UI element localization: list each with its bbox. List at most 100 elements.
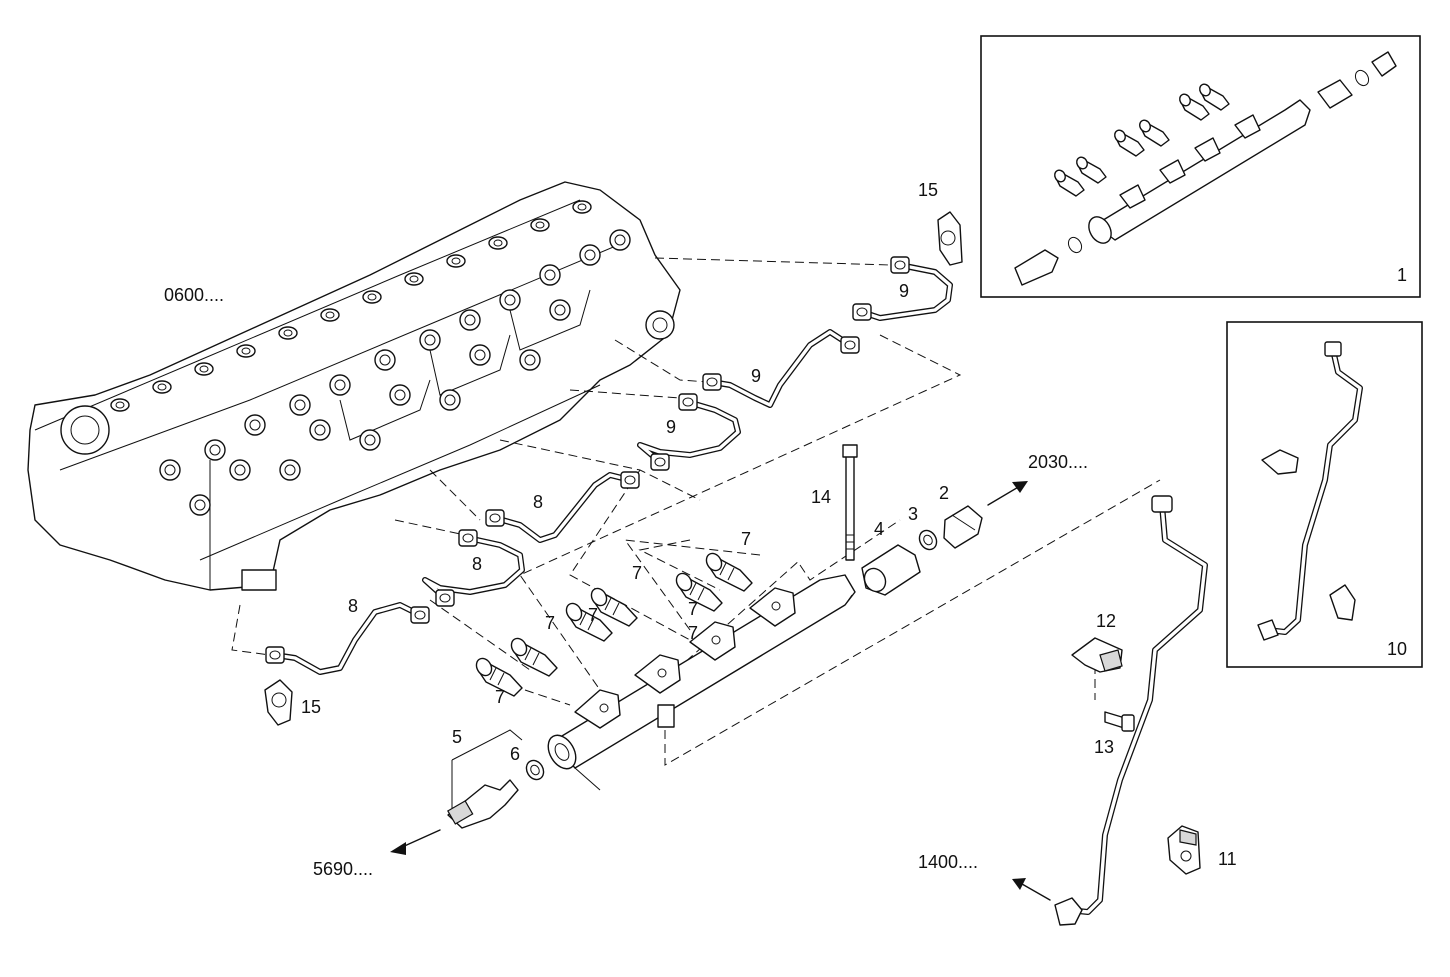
callout-4: 4 — [874, 519, 885, 539]
callout-7-d: 7 — [588, 605, 599, 625]
pipe-9-upper — [859, 262, 953, 321]
callout-7-e: 7 — [545, 613, 556, 633]
pipe-nut — [702, 373, 722, 391]
arrow-1400-head — [1012, 878, 1026, 890]
seal-ring-6 — [525, 759, 545, 781]
callout-10: 10 — [1387, 639, 1408, 659]
inset-connector — [1076, 156, 1107, 184]
adapter-2 — [943, 505, 983, 549]
pipe-end-fittings — [265, 256, 910, 664]
seal-ring-3 — [918, 529, 938, 551]
clip-15-upper — [937, 211, 963, 266]
head-port — [309, 419, 331, 441]
arrow-2030-head — [1012, 481, 1028, 493]
cylinder-head — [27, 181, 681, 591]
head-port — [204, 439, 226, 461]
bolt-hole — [110, 398, 130, 412]
bolt-hole — [278, 326, 298, 340]
clamp-12 — [1071, 637, 1123, 673]
head-port — [359, 429, 381, 451]
pipe-nut — [435, 589, 455, 607]
pipe-8-middle — [422, 535, 525, 601]
ref-label-5690: 5690.... — [313, 859, 374, 879]
head-port — [189, 494, 211, 516]
pipe-nut — [410, 606, 430, 624]
pipe-nut — [485, 509, 505, 527]
bolt-hole — [404, 272, 424, 286]
fuel-rail — [547, 574, 856, 791]
callout-12: 12 — [1096, 611, 1117, 631]
pipe-8-lower — [272, 602, 423, 675]
arrow-1400-line — [1021, 883, 1051, 901]
connector-fitting — [510, 637, 558, 677]
head-port — [279, 459, 301, 481]
callout-9-b: 9 — [751, 366, 762, 386]
pipe-nut — [650, 453, 670, 471]
callout-8-c: 8 — [348, 596, 359, 616]
pipe-nut — [265, 646, 285, 664]
screw-13 — [1104, 711, 1135, 732]
inset-fittings — [1054, 83, 1230, 197]
pipe-8-upper — [492, 472, 633, 543]
connector-fitting — [675, 572, 723, 612]
pipe-nut — [458, 529, 478, 547]
pipe-nut — [852, 303, 872, 321]
callout-7-a: 7 — [741, 529, 752, 549]
head-port — [229, 459, 251, 481]
head-port — [499, 289, 521, 311]
callout-11: 11 — [1218, 849, 1237, 869]
callout-9-a: 9 — [899, 281, 910, 301]
connector-fitting — [565, 602, 613, 642]
inset-box-return-pipe — [1226, 321, 1423, 668]
head-port — [244, 414, 266, 436]
callout-2: 2 — [939, 483, 950, 503]
callout-15-lower: 15 — [301, 697, 322, 717]
inset-box-rail-assembly — [980, 35, 1421, 298]
bolt-hole — [530, 218, 550, 232]
bolt-hole — [362, 290, 382, 304]
connector-fitting — [705, 552, 753, 592]
callout-6: 6 — [510, 744, 521, 764]
connector-fitting — [475, 657, 523, 697]
inset-connector — [1054, 169, 1085, 197]
stud-14 — [842, 444, 858, 561]
callout-8-b: 8 — [472, 554, 483, 574]
inset-connector — [1199, 83, 1230, 111]
callout-14: 14 — [811, 487, 832, 507]
bolt-hole — [236, 344, 256, 358]
inset-connector — [1114, 129, 1145, 157]
callout-7-b: 7 — [632, 563, 643, 583]
head-port — [374, 349, 396, 371]
pressure-limiter-4 — [861, 544, 921, 596]
arrow-5690-head — [390, 842, 406, 855]
head-port — [389, 384, 411, 406]
head-port — [419, 329, 441, 351]
bolt-hole — [194, 362, 214, 376]
head-port — [519, 349, 541, 371]
arrow-5690-line — [399, 829, 441, 849]
ref-label-1400: 1400.... — [918, 852, 979, 872]
head-port — [549, 299, 571, 321]
head-port — [539, 264, 561, 286]
head-bolt-holes — [110, 200, 592, 412]
callout-5: 5 — [452, 727, 463, 747]
callout-7-g: 7 — [495, 687, 506, 707]
pressure-sensor-5 — [447, 729, 523, 829]
arrow-2030-line — [987, 485, 1021, 506]
pipe-nut — [678, 393, 698, 411]
bracket-11 — [1167, 825, 1201, 875]
head-port — [289, 394, 311, 416]
head-port — [459, 309, 481, 331]
pipe-nut — [890, 256, 910, 274]
bolt-hole — [152, 380, 172, 394]
inset-connector — [1139, 119, 1170, 147]
callout-13: 13 — [1094, 737, 1115, 757]
head-ports — [159, 229, 631, 516]
bolt-hole — [488, 236, 508, 250]
connector-fitting — [590, 587, 638, 627]
callout-9-c: 9 — [666, 417, 677, 437]
bolt-hole — [572, 200, 592, 214]
callout-8-a: 8 — [533, 492, 544, 512]
callout-3: 3 — [908, 504, 919, 524]
